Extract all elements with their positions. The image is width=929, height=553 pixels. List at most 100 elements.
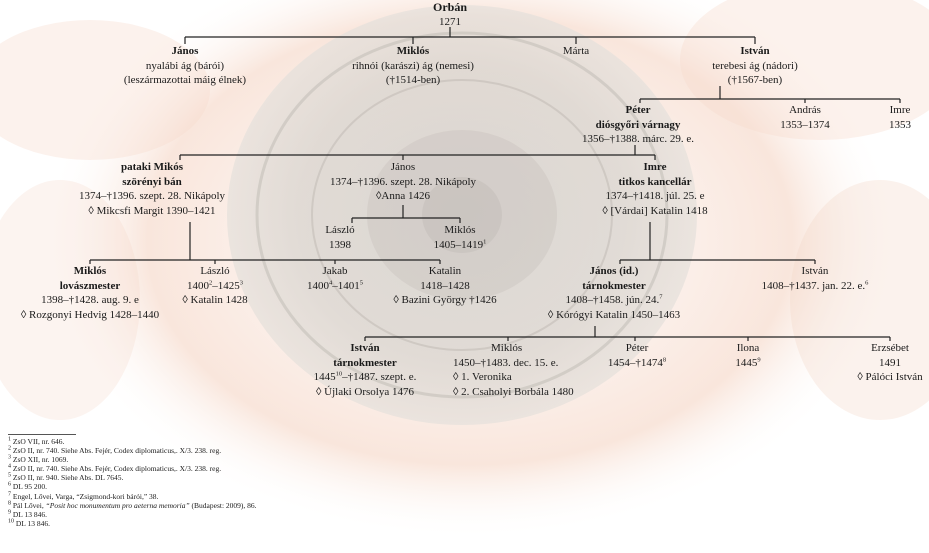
person-name: István bbox=[801, 265, 829, 277]
footnote-item: 3 ZsO XII, nr. 1069. bbox=[8, 455, 257, 465]
person-spouse: ◊ Pálóci István bbox=[857, 371, 923, 383]
person-name: Erzsébet bbox=[871, 342, 909, 354]
date-start: 1400 bbox=[187, 279, 209, 292]
person-janos-tarnokmester: János (id.) tárnokmester 1408–†1458. jún… bbox=[548, 264, 680, 322]
footnote-text: DL 95 200. bbox=[12, 482, 47, 492]
person-name: Miklós bbox=[73, 265, 107, 277]
footnote-item: 2 ZsO II, nr. 740. Siehe Abs. Fejér, Cod… bbox=[8, 445, 257, 456]
person-dates: 1408–†1458. jún. 24. bbox=[565, 294, 660, 306]
footnote-item: 4 ZsO II, nr. 740. Siehe Abs. Fejér, Cod… bbox=[8, 463, 257, 474]
person-erzsebet: Erzsébet 1491 ◊ Pálóci István bbox=[857, 341, 922, 385]
footnote-item: 7 Engel, Lővei, Varga, “Zsigmond-kori bá… bbox=[8, 491, 257, 501]
person-miklos-1405: Miklós 1405–14191 bbox=[434, 223, 487, 252]
person-dates: 1271 bbox=[438, 15, 461, 28]
footnote-ref: 6 bbox=[865, 278, 869, 286]
person-title: tárnokmester bbox=[582, 279, 646, 292]
footnotes: 1 ZsO VII, nr. 646. 2 ZsO II, nr. 740. S… bbox=[8, 437, 257, 528]
person-spouse: ◊ Mikcsfi Margit 1390–1421 bbox=[88, 204, 216, 217]
person-miklos-1450: Miklós 1450–†1483. dec. 15. e. ◊ 1. Vero… bbox=[453, 341, 574, 399]
person-miklos-rihnoi: Miklós rihnói (karászi) ág (nemesi) (†15… bbox=[352, 44, 474, 88]
date-start: 1445 bbox=[313, 371, 336, 383]
footnote-text: ZsO XII, nr. 1069. bbox=[12, 455, 69, 465]
footnote-ref: 2 bbox=[209, 278, 213, 286]
person-name: Katalin bbox=[428, 265, 462, 277]
person-istvan-1408: István 1408–†1437. jan. 22. e.6 bbox=[762, 264, 869, 293]
person-peter-1454: Péter 1454–†14748 bbox=[608, 341, 666, 370]
person-dates: 1450–†1483. dec. 15. e. bbox=[453, 356, 559, 369]
person-name: Péter bbox=[625, 342, 649, 354]
person-title: diósgyőri várnagy bbox=[595, 118, 681, 131]
date-start: 1400 bbox=[307, 279, 329, 292]
footnote-number: 10 bbox=[8, 518, 14, 525]
person-name: László bbox=[325, 224, 355, 236]
footnote-number: 6 bbox=[8, 481, 11, 488]
footnote-ref: 7 bbox=[659, 293, 663, 301]
person-spouse: ◊ Kórógyi Katalin 1450–1463 bbox=[547, 308, 681, 321]
person-name: Orbán bbox=[432, 0, 468, 14]
footnote-separator bbox=[8, 434, 76, 435]
person-pataki-mikos: pataki Mikós szörényi bán 1374–†1396. sz… bbox=[79, 160, 225, 218]
footnote-ref: 4 bbox=[329, 278, 333, 286]
person-istvan-terebesi: István terebesi ág (nádori) (†1567-ben) bbox=[712, 44, 798, 88]
date-end: –1425 bbox=[212, 279, 240, 292]
person-janos-nikapoly: János 1374–†1396. szept. 28. Nikápoly ◊A… bbox=[330, 160, 476, 204]
person-name: Miklós bbox=[491, 342, 523, 354]
person-name: László bbox=[200, 265, 230, 277]
person-name: Ilona bbox=[736, 342, 760, 354]
person-spouse: ◊ Rozgonyi Hedvig 1428–1440 bbox=[20, 308, 160, 321]
person-name: Jakab bbox=[322, 265, 348, 277]
person-name: István bbox=[740, 45, 770, 57]
footnote-text: ZsO II, nr. 740. Siehe Abs. Fejér, Codex… bbox=[12, 446, 222, 456]
footnote-text: Pál Lővei, bbox=[12, 500, 46, 510]
person-name: János bbox=[171, 45, 199, 57]
person-orban: Orbán 1271 bbox=[433, 0, 467, 29]
footnote-text: (Budapest: 2009), 86. bbox=[189, 500, 257, 510]
person-miklos-lovaszmester: Miklós lovászmester 1398–†1428. aug. 9. … bbox=[21, 264, 159, 322]
footnote-item: 5 ZsO II, nr. 940. Siehe Abs. DL 7645. bbox=[8, 473, 257, 483]
person-spouse: ◊ Bazini György †1426 bbox=[393, 294, 497, 306]
branch-label: rihnói (karászi) ág (nemesi) bbox=[352, 59, 474, 72]
person-name: István bbox=[350, 342, 380, 354]
footnote-ref: 5 bbox=[359, 278, 363, 286]
person-katalin-1418: Katalin 1418–1428 ◊ Bazini György †1426 bbox=[393, 264, 496, 308]
footnote-number: 7 bbox=[8, 491, 11, 498]
footnote-number: 8 bbox=[8, 500, 11, 507]
footnote-ref: 3 bbox=[239, 278, 243, 286]
date-end: –†1487. szept. e. bbox=[342, 371, 417, 383]
footnote-text: ZsO VII, nr. 646. bbox=[12, 437, 65, 446]
footnote-item: 10 DL 13 846. bbox=[8, 518, 257, 528]
person-istvan-tarnokmester: István tárnokmester 144510–†1487. szept.… bbox=[314, 341, 417, 399]
footnote-text: DL 13 846. bbox=[15, 518, 50, 528]
person-dates: 1353–1374 bbox=[780, 118, 830, 131]
footnote-item: 8 Pál Lővei, “Posit hoc monumentum pro a… bbox=[8, 500, 257, 510]
person-marta: Márta bbox=[563, 44, 589, 59]
branch-label: nyalábi ág (bárói) bbox=[145, 59, 225, 72]
person-dates: 1405–1419 bbox=[433, 238, 484, 251]
person-dates: 1374–†1396. szept. 28. Nikápoly bbox=[78, 190, 226, 202]
person-name: János bbox=[390, 161, 416, 173]
person-spouse: ◊ [Várdai] Katalin 1418 bbox=[602, 204, 708, 217]
person-spouse: ◊ 1. Veronika bbox=[453, 371, 512, 383]
person-spouse: ◊Anna 1426 bbox=[375, 190, 431, 202]
footnote-number: 2 bbox=[8, 445, 11, 452]
person-peter-diosgyori: Péter diósgyőri várnagy 1356–†1388. márc… bbox=[582, 103, 694, 147]
person-dates: 1491 bbox=[879, 356, 901, 369]
person-janos-nyalabi: János nyalábi ág (bárói) (leszármazottai… bbox=[124, 44, 246, 88]
person-dates: 1408–†1437. jan. 22. e. bbox=[761, 279, 866, 292]
footnote-ref: 10 bbox=[335, 370, 343, 378]
person-name: Miklós bbox=[396, 45, 430, 57]
person-dates: 1454–†1474 bbox=[607, 356, 663, 369]
person-name: pataki Mikós bbox=[120, 161, 184, 173]
branch-note: (leszármazottai máig élnek) bbox=[123, 74, 247, 86]
footnote-number: 4 bbox=[8, 463, 11, 470]
person-name: Péter bbox=[625, 104, 651, 116]
footnote-ref: 8 bbox=[662, 355, 667, 363]
person-name: Imre bbox=[643, 161, 667, 173]
person-dates: 1445 bbox=[735, 356, 758, 369]
person-spouse: ◊ Újlaki Orsolya 1476 bbox=[315, 385, 415, 398]
date-end: –1401 bbox=[332, 279, 360, 292]
person-spouse: ◊ Katalin 1428 bbox=[182, 294, 248, 306]
branch-label: terebesi ág (nádori) bbox=[712, 59, 798, 72]
